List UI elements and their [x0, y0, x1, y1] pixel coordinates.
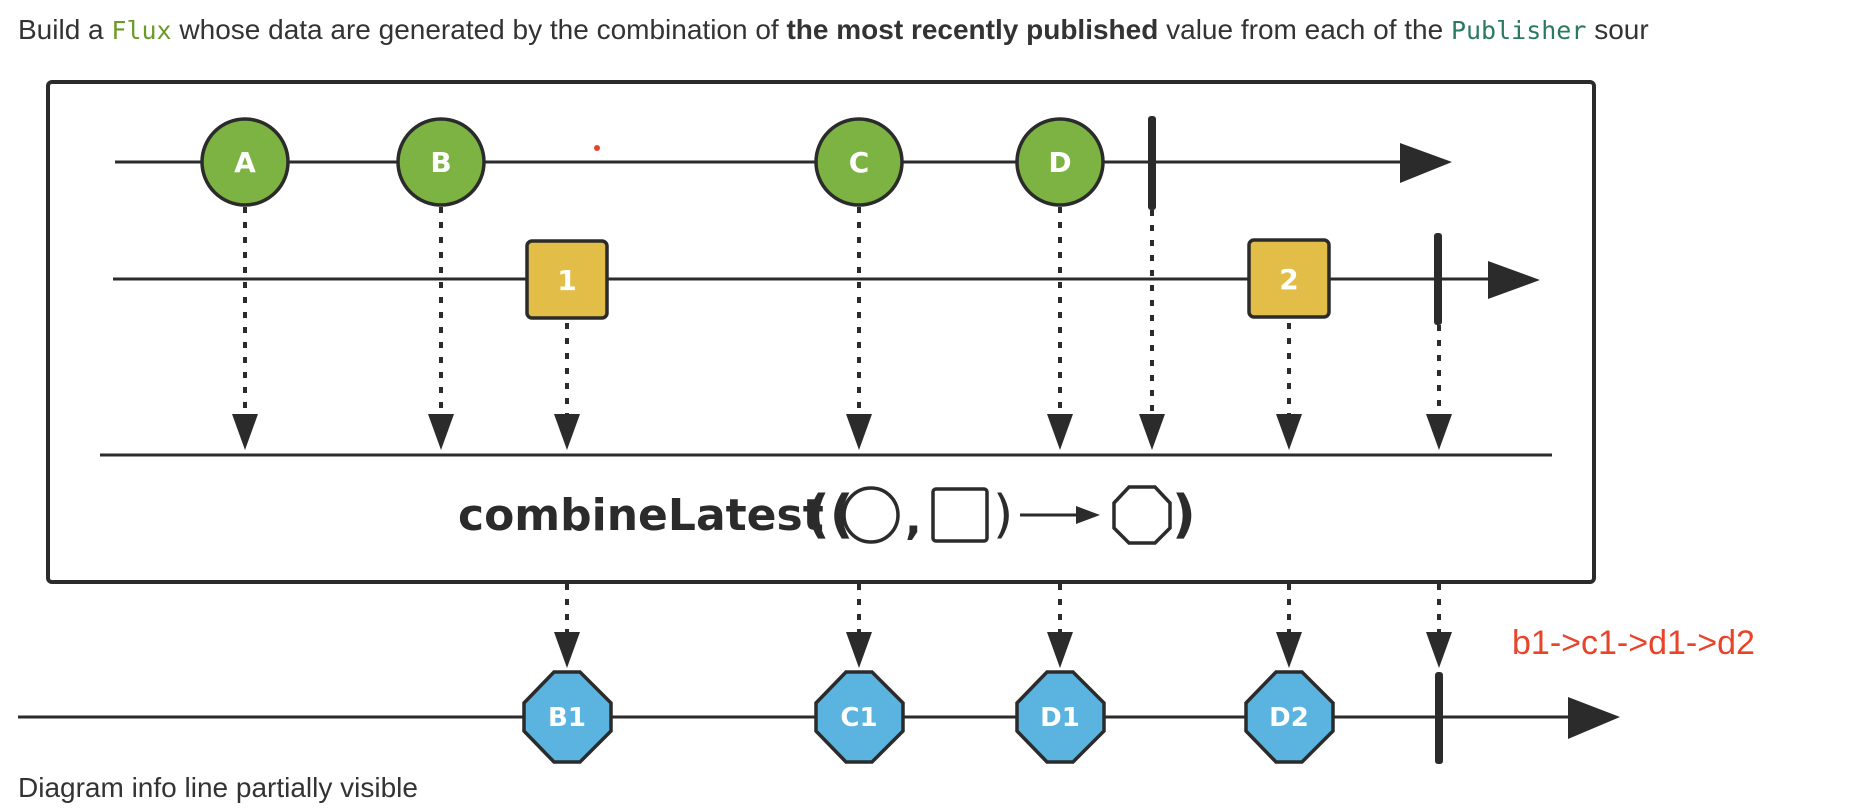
- flux-code[interactable]: Flux: [111, 16, 172, 45]
- arrow-complete2: [1426, 414, 1452, 450]
- output-marbles: B1 C1 D1 D2: [522, 670, 1335, 764]
- marble-d1[interactable]: D1: [1015, 670, 1106, 764]
- marble-label: C1: [840, 703, 877, 733]
- marble-c1[interactable]: C1: [814, 670, 905, 764]
- stray-dot: [594, 145, 600, 151]
- operator-box: [46, 80, 1596, 584]
- operator-label: combineLatest: [458, 490, 824, 541]
- signature-close-paren: ): [993, 485, 1013, 545]
- sequence-annotation: b1->c1->d1->d2: [1512, 624, 1755, 662]
- source1-arrowhead: [1400, 143, 1452, 183]
- arrow-out-c1: [846, 632, 872, 668]
- marble-1[interactable]: 1: [525, 239, 609, 320]
- arrow-out-d1: [1047, 632, 1073, 668]
- arrow-d: [1047, 414, 1073, 450]
- output-complete-marker: [1435, 672, 1443, 764]
- arrow-complete1: [1139, 414, 1165, 450]
- cut-off-text-line: Diagram info line partially visible: [18, 772, 418, 803]
- signature-final-paren: ): [1172, 485, 1196, 545]
- signature-octagon-icon: [1112, 485, 1172, 545]
- marble-d2[interactable]: D2: [1244, 670, 1335, 764]
- output-arrowhead: [1568, 697, 1620, 739]
- marble-label: 1: [557, 264, 576, 297]
- signature-open-paren: ((: [806, 485, 854, 545]
- marble-b1[interactable]: B1: [522, 670, 613, 764]
- arrow-out-complete: [1426, 632, 1452, 668]
- intro-part: Build a: [18, 14, 112, 45]
- intro-bold: the most recently published: [786, 14, 1159, 45]
- intro-text: Build a Flux whose data are generated by…: [18, 10, 1852, 50]
- marble-label: A: [234, 146, 256, 179]
- marble-label: B: [430, 146, 451, 179]
- marble-a[interactable]: A: [200, 117, 290, 207]
- marble-label: 2: [1279, 263, 1298, 296]
- source2-arrowhead: [1488, 261, 1540, 299]
- marble-2[interactable]: 2: [1247, 238, 1331, 319]
- signature-circle-icon: [842, 486, 900, 544]
- marble-label: B1: [548, 703, 586, 733]
- signature-square-icon: [931, 487, 989, 543]
- arrow-out-d2: [1276, 632, 1302, 668]
- marble-label: D2: [1269, 703, 1309, 733]
- intro-part: value from each of the: [1158, 14, 1451, 45]
- marble-c[interactable]: C: [814, 117, 904, 207]
- arrow-2: [1276, 414, 1302, 450]
- arrow-1: [554, 414, 580, 450]
- arrow-b: [428, 414, 454, 450]
- intro-part: sour: [1586, 14, 1649, 45]
- arrow-out-b1: [554, 632, 580, 668]
- source1-complete-marker: [1148, 116, 1156, 210]
- connectors: [243, 207, 1441, 636]
- publisher-code[interactable]: Publisher: [1450, 16, 1587, 45]
- source2-complete-marker: [1434, 233, 1442, 325]
- marble-b[interactable]: B: [396, 117, 486, 207]
- signature-arrowhead: [1076, 506, 1100, 524]
- source1-marbles: A B C D: [200, 117, 1105, 207]
- marble-label: D: [1048, 146, 1071, 179]
- intro-part: whose data are generated by the combinat…: [171, 14, 787, 45]
- source2-marbles: 1 2: [525, 238, 1331, 320]
- signature-comma: ,: [905, 494, 922, 545]
- marble-label: C: [849, 146, 870, 179]
- arrow-a: [232, 414, 258, 450]
- marble-d[interactable]: D: [1015, 117, 1105, 207]
- down-arrowheads: [232, 414, 1452, 668]
- arrow-c: [846, 414, 872, 450]
- marble-label: D1: [1040, 703, 1080, 733]
